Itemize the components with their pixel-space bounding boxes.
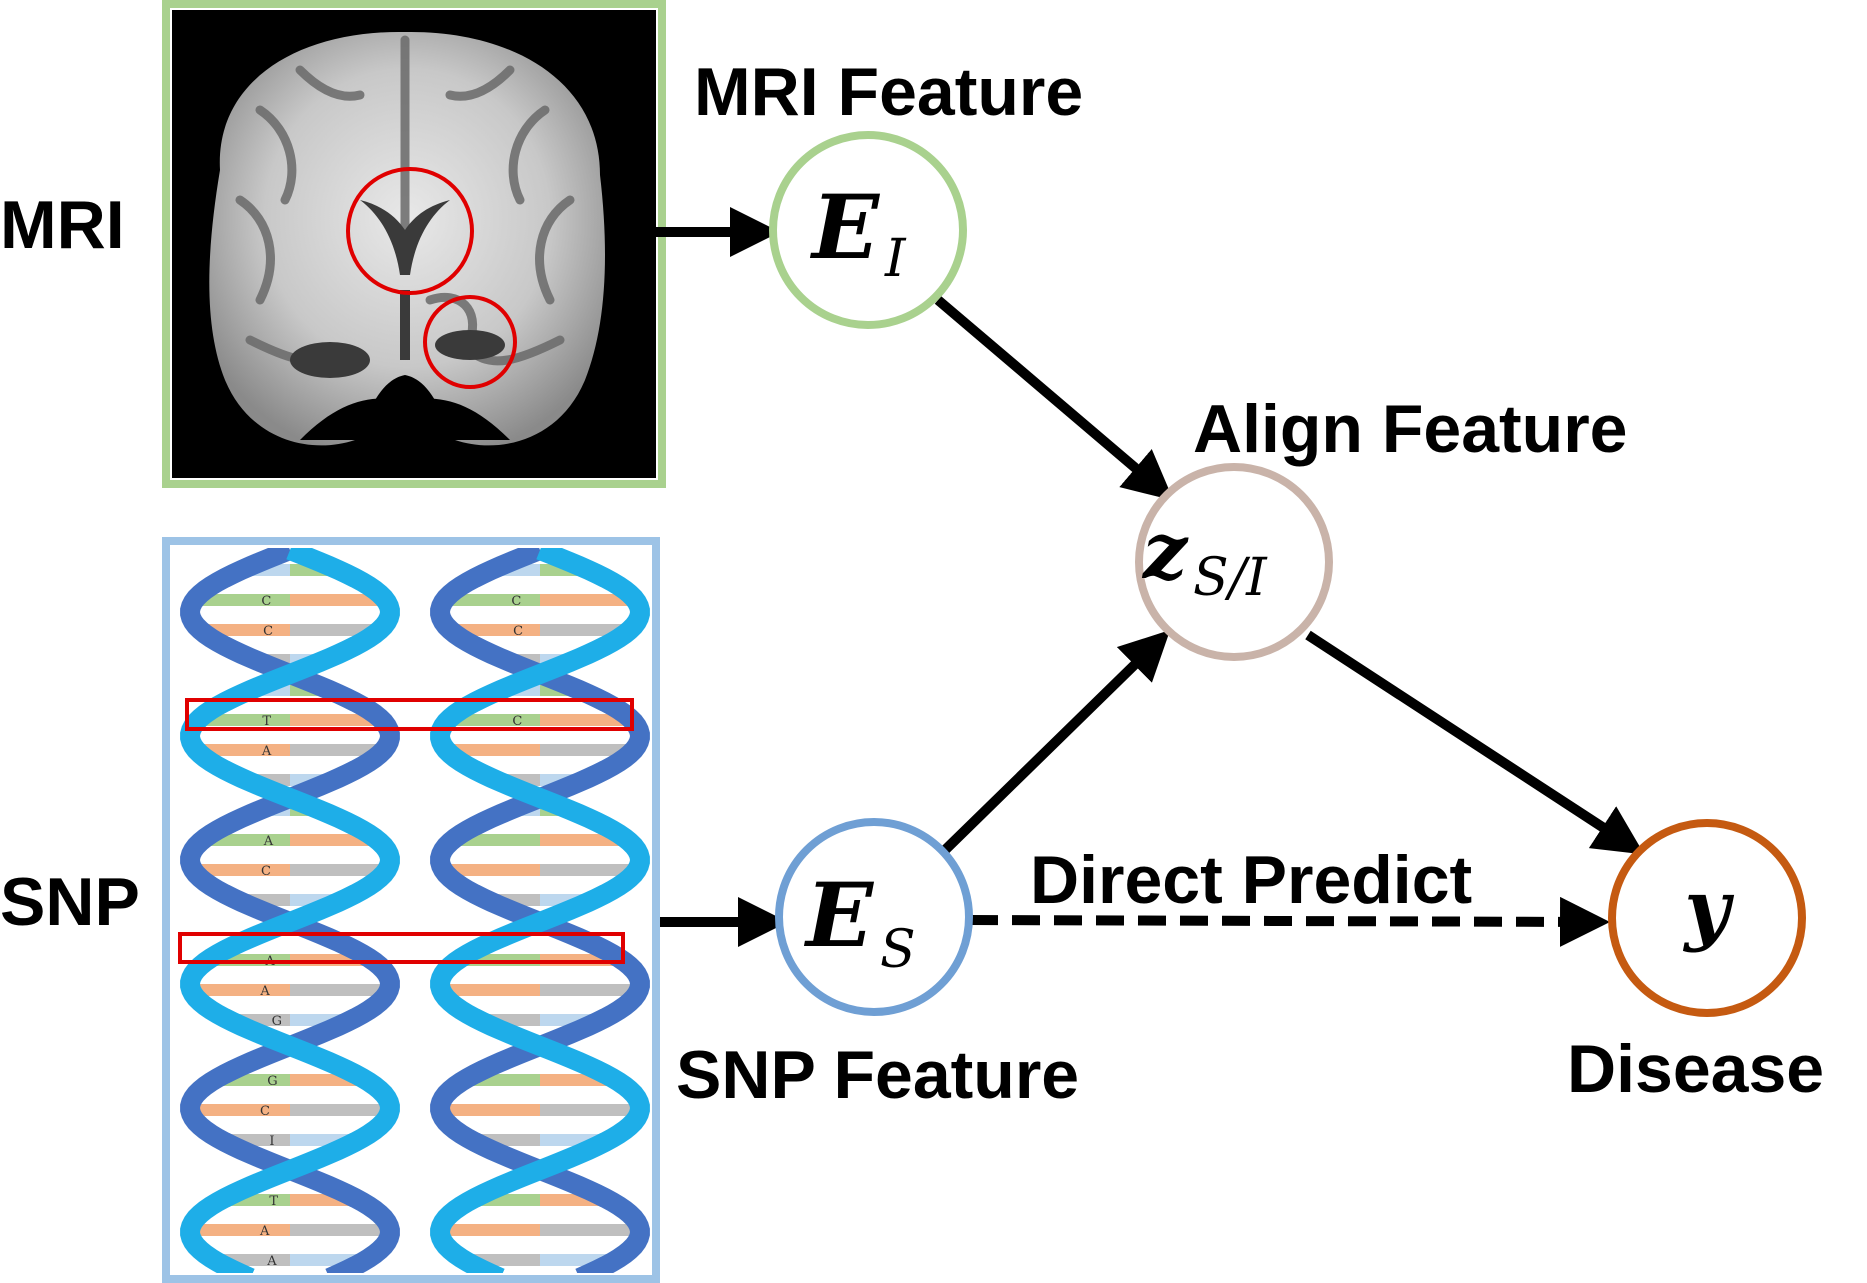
dna-base-pair bbox=[444, 594, 540, 606]
node-e-s-main: E bbox=[803, 863, 875, 967]
node-z-main: z bbox=[1141, 506, 1189, 597]
dna-base-pair bbox=[450, 624, 540, 636]
node-y: y bbox=[1608, 819, 1806, 1017]
dna-base-pair bbox=[290, 984, 389, 996]
dna-base-pair bbox=[540, 594, 636, 606]
snp-highlight-box bbox=[185, 698, 634, 731]
dna-base-letter: C bbox=[513, 624, 523, 639]
arrow-es-to-z bbox=[939, 630, 1171, 856]
node-e-s: E S bbox=[775, 818, 973, 1016]
dna-base-pair bbox=[290, 1224, 390, 1236]
dna-base-pair bbox=[446, 744, 540, 756]
dna-base-pair bbox=[190, 1224, 290, 1236]
arrow-z-to-y bbox=[1305, 630, 1645, 855]
dna-base-letter: C bbox=[511, 594, 521, 609]
dna-base-letter: A bbox=[266, 1254, 277, 1269]
dna-base-letter: A bbox=[261, 744, 272, 759]
snp-label: SNP bbox=[0, 864, 140, 940]
mri-label: MRI bbox=[0, 187, 125, 263]
dna-base-pair bbox=[290, 1104, 390, 1116]
arrow-direct-predict bbox=[969, 896, 1610, 947]
dna-base-pair bbox=[290, 714, 382, 726]
mri-image-panel bbox=[162, 0, 666, 488]
dna-base-letter: G bbox=[267, 1074, 277, 1089]
dna-base-pair bbox=[440, 1104, 540, 1116]
dna-base-pair bbox=[540, 714, 632, 726]
dna-base-pair bbox=[290, 594, 386, 606]
dna-base-letter: A bbox=[263, 834, 274, 849]
dna-strand bbox=[180, 548, 400, 1273]
dna-base-letter: A bbox=[259, 1224, 270, 1239]
dna-base-pair bbox=[194, 594, 290, 606]
mri-feature-label: MRI Feature bbox=[694, 54, 1083, 130]
dna-base-pair bbox=[448, 714, 540, 726]
dna-base-letter: I bbox=[269, 1134, 274, 1149]
region-highlight-circle bbox=[423, 295, 517, 389]
node-z-circle bbox=[1135, 463, 1333, 661]
node-y-circle bbox=[1608, 819, 1806, 1017]
dna-base-letter: C bbox=[260, 1104, 270, 1119]
region-highlight-circle bbox=[346, 167, 474, 295]
dna-base-pair bbox=[540, 864, 637, 876]
dna-base-pair bbox=[198, 714, 290, 726]
snp-feature-label: SNP Feature bbox=[676, 1037, 1079, 1113]
edges bbox=[652, 207, 1645, 947]
mri-frame bbox=[162, 0, 666, 488]
node-e-s-sub: S bbox=[880, 920, 916, 980]
dna-base-letter: G bbox=[272, 1014, 282, 1029]
dna-base-pair bbox=[290, 744, 384, 756]
dna-base-pair bbox=[190, 1104, 290, 1116]
dna-base-pair bbox=[191, 984, 290, 996]
dna-base-pair bbox=[196, 744, 290, 756]
node-e-i-main: E bbox=[809, 175, 881, 279]
node-y-main: y bbox=[1682, 863, 1734, 954]
dna-base-letter: C bbox=[261, 864, 271, 879]
brain-scan bbox=[209, 31, 605, 446]
dna-base-letter: C bbox=[512, 714, 522, 729]
disease-label: Disease bbox=[1567, 1031, 1824, 1107]
arrow-ei-to-z bbox=[934, 296, 1174, 501]
node-e-i-circle bbox=[769, 131, 967, 329]
dna-base-pair bbox=[200, 624, 290, 636]
dna-base-pair bbox=[540, 1224, 640, 1236]
align-feature-label: Align Feature bbox=[1193, 391, 1628, 467]
dna-base-pair bbox=[440, 1224, 540, 1236]
snp-highlight-box bbox=[178, 932, 625, 964]
dna-strand bbox=[430, 548, 650, 1273]
dna-base-pair bbox=[290, 624, 380, 636]
dna-base-pair bbox=[540, 744, 634, 756]
dna-base-letter: A bbox=[259, 984, 270, 999]
node-z-sub: S/I bbox=[1193, 548, 1268, 608]
dna-base-letter: C bbox=[263, 624, 273, 639]
dna-base-letter: T bbox=[262, 714, 271, 729]
dna-base-letter: T bbox=[269, 1194, 278, 1209]
node-e-s-circle bbox=[775, 818, 973, 1016]
dna-base-pair bbox=[441, 984, 540, 996]
dna-base-pair bbox=[443, 864, 540, 876]
dna-base-pair bbox=[290, 864, 387, 876]
direct-predict-label: Direct Predict bbox=[1030, 842, 1472, 918]
node-e-i: E I bbox=[769, 131, 967, 329]
dna-base-pair bbox=[540, 624, 630, 636]
node-z: z S/I bbox=[1135, 463, 1333, 661]
node-e-i-sub: I bbox=[884, 229, 907, 289]
dna-base-pair bbox=[193, 864, 290, 876]
dna-base-pair bbox=[540, 984, 639, 996]
dna-base-pair bbox=[540, 1104, 640, 1116]
dna-base-letter: C bbox=[261, 594, 271, 609]
